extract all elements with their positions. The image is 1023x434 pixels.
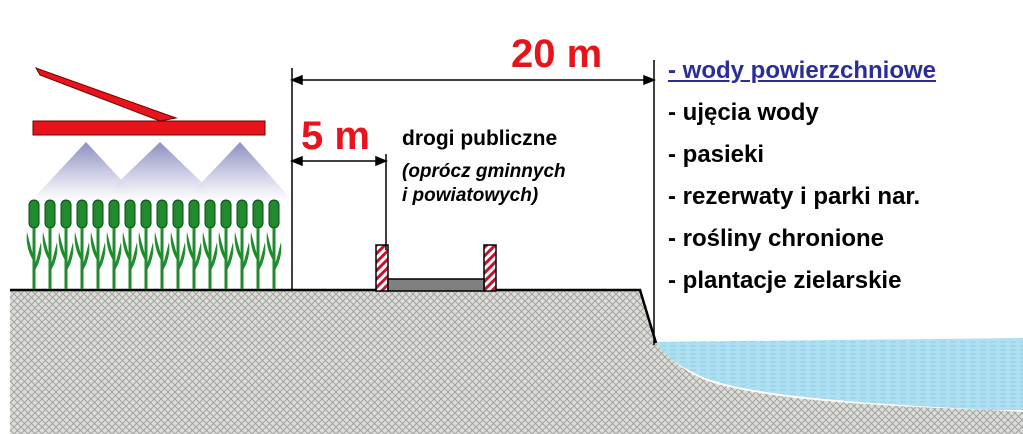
legend-item-herb-plantations: - plantacje zielarskie xyxy=(668,267,902,294)
dimension-5m-label: 5 m xyxy=(301,114,370,158)
crop-plant xyxy=(90,199,106,289)
legend-item-apiaries: - pasieki xyxy=(668,141,765,168)
legend-item-water-intakes: - ujęcia wody xyxy=(668,99,819,126)
crop-plant xyxy=(122,199,138,289)
crop-plant xyxy=(170,199,186,289)
ground-terrain xyxy=(10,290,1023,434)
crop-plant xyxy=(250,199,266,289)
sprayer-arm xyxy=(34,67,178,122)
crop-plant xyxy=(234,199,250,289)
dimension-lines xyxy=(289,60,657,345)
crop-plant xyxy=(42,199,58,289)
protected-objects-list: - wody powierzchniowe - ujęcia wody - pa… xyxy=(668,50,936,302)
crop-plant xyxy=(202,199,218,289)
road-post-right xyxy=(483,244,497,292)
legend-item-protected-plants: - rośliny chronione xyxy=(668,225,885,252)
crop-plant xyxy=(26,199,42,289)
sprayer xyxy=(32,67,266,136)
road-note-line1: (oprócz gminnych xyxy=(402,161,566,182)
crop-plant xyxy=(154,199,170,289)
road-label: drogi publiczne xyxy=(402,127,558,150)
crop-field xyxy=(26,199,282,289)
legend-item-surface-water: - wody powierzchniowe xyxy=(668,57,937,84)
crop-plant xyxy=(106,199,122,289)
road-surface xyxy=(387,278,485,292)
surface-water xyxy=(652,338,1023,410)
crop-plant xyxy=(266,199,282,289)
road xyxy=(375,244,497,292)
legend-item-reserves-parks: - rezerwaty i parki nar. xyxy=(668,183,921,210)
road-post-left xyxy=(375,244,389,292)
road-note-line2: i powiatowych) xyxy=(402,185,539,206)
crop-plant xyxy=(74,199,90,289)
ground-surface-line xyxy=(10,288,658,344)
spray-mist xyxy=(32,142,292,200)
dimension-20m-label: 20 m xyxy=(511,32,603,76)
crop-plant xyxy=(58,199,74,289)
crop-plant xyxy=(186,199,202,289)
sprayer-boom xyxy=(32,120,266,136)
crop-plant xyxy=(218,199,234,289)
crop-plant xyxy=(138,199,154,289)
